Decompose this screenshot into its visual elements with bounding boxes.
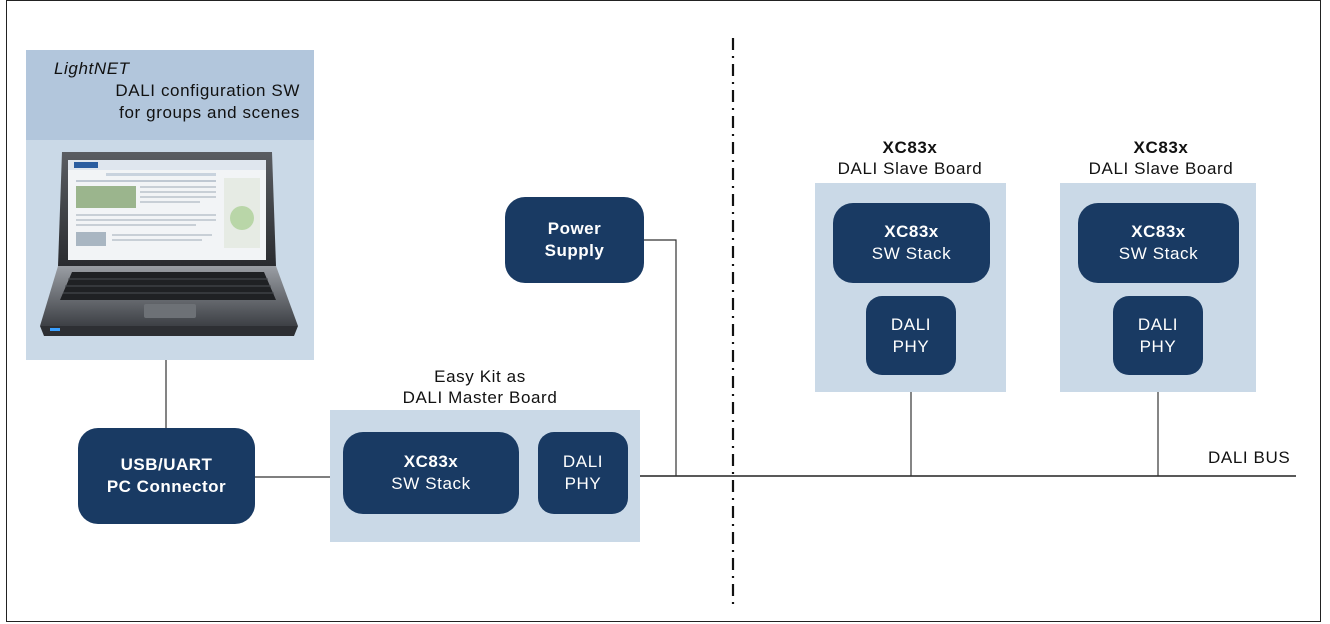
master-phy-line2: PHY — [564, 474, 602, 493]
slave1-label: XC83x DALI Slave Board — [800, 137, 1020, 179]
master-board-label: Easy Kit as DALI Master Board — [340, 366, 620, 408]
master-phy-line1: DALI — [562, 452, 604, 471]
master-label-line2: DALI Master Board — [402, 388, 558, 407]
slave2-dali-phy: DALI PHY — [1113, 296, 1203, 375]
master-label-line1: Easy Kit as — [434, 367, 526, 386]
power-line1: Power — [547, 219, 602, 238]
usb-line2: PC Connector — [106, 477, 227, 496]
slave1-dali-phy: DALI PHY — [866, 296, 956, 375]
software-line3: for groups and scenes — [119, 103, 300, 122]
slave2-sw-stack: XC83x SW Stack — [1078, 203, 1239, 283]
slave1-stack-sub: SW Stack — [871, 244, 952, 263]
slave1-phy-line2: PHY — [892, 336, 930, 356]
power-supply: Power Supply — [505, 197, 644, 283]
slave2-phy-line1: DALI — [1137, 314, 1179, 334]
slave2-phy-line2: PHY — [1139, 336, 1177, 356]
power-line2: Supply — [544, 241, 605, 260]
software-title: LightNET — [54, 59, 130, 78]
slave2-label: XC83x DALI Slave Board — [1051, 137, 1271, 179]
slave2-label-line1: XC83x — [1133, 138, 1189, 157]
slave1-label-line1: XC83x — [882, 138, 938, 157]
dali-bus-label: DALI BUS — [1208, 448, 1291, 467]
software-panel-header — [26, 50, 314, 140]
slave2-stack-title: XC83x — [1131, 222, 1186, 241]
usb-uart-connector: USB/UART PC Connector — [78, 428, 255, 524]
slave1-sw-stack: XC83x SW Stack — [833, 203, 990, 283]
slave1-label-line2: DALI Slave Board — [837, 159, 983, 178]
slave1-stack-title: XC83x — [884, 222, 939, 241]
software-line2: DALI configuration SW — [115, 81, 300, 100]
master-stack-sub: SW Stack — [391, 474, 471, 493]
software-label: LightNET DALI configuration SW for group… — [26, 58, 314, 124]
slave2-label-line2: DALI Slave Board — [1088, 159, 1234, 178]
slave1-phy-line1: DALI — [890, 314, 932, 334]
usb-line1: USB/UART — [120, 455, 213, 474]
master-sw-stack: XC83x SW Stack — [343, 432, 519, 514]
master-dali-phy: DALI PHY — [538, 432, 628, 514]
slave2-stack-sub: SW Stack — [1118, 244, 1199, 263]
master-stack-title: XC83x — [403, 452, 459, 471]
laptop-icon — [40, 152, 298, 336]
